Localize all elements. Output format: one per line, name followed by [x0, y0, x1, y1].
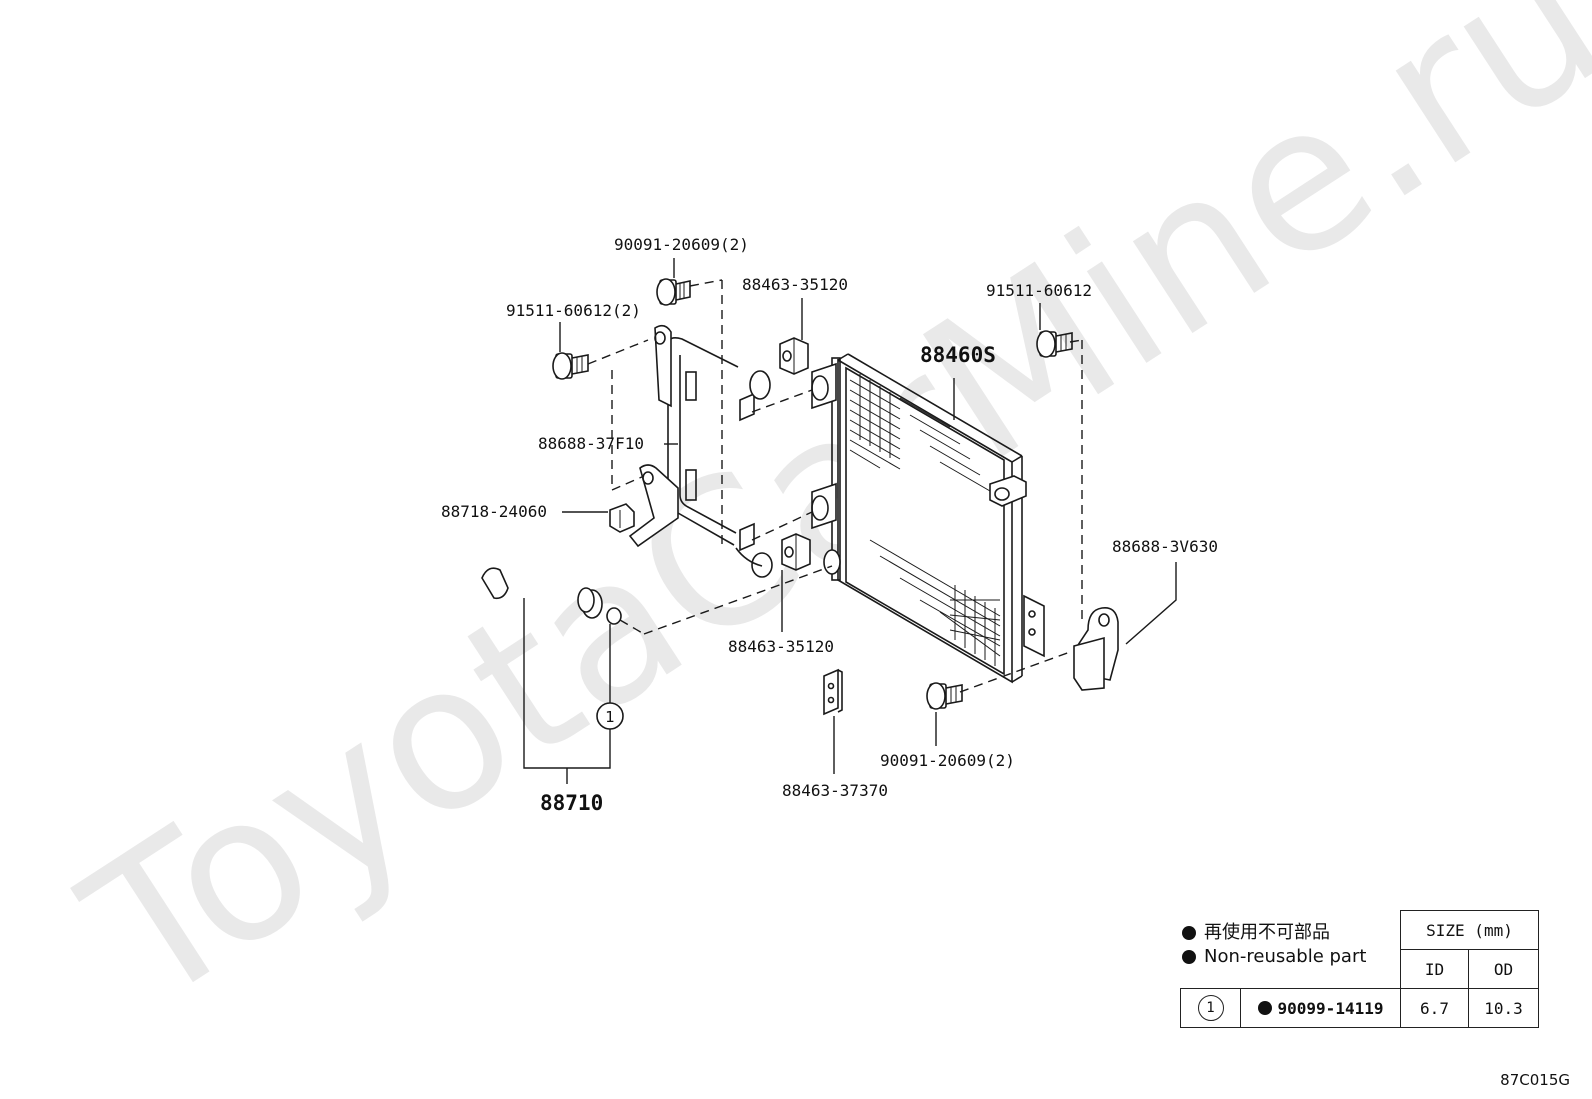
non-reusable-dot-icon [1257, 1000, 1272, 1015]
non-reusable-dot-icon [1182, 950, 1196, 964]
label-support: 88463-37370 [782, 781, 888, 800]
discharge-pipe [481, 567, 622, 625]
table-row: 1 90099-14119 6.7 10.3 [1180, 988, 1539, 1028]
cushion-top [779, 337, 809, 375]
label-bracket-right: 88688-3V630 [1112, 537, 1218, 556]
ring-id-value: 6.7 [1400, 988, 1469, 1028]
bolt-bottom [926, 682, 963, 710]
label-bolt-left: 91511-60612(2) [506, 301, 641, 320]
label-bolt-top: 90091-20609(2) [614, 235, 749, 254]
size-col-od: OD [1468, 949, 1539, 989]
legend: 再使用不可部品 Non-reusable part [1182, 921, 1366, 969]
size-table: SIZE (mm) ID OD 1 90099-14119 6.7 10.3 [1180, 910, 1539, 1028]
ring-od-value: 10.3 [1468, 988, 1539, 1028]
left-bracket [628, 324, 773, 578]
label-bracket-left: 88688-37F10 [538, 434, 644, 453]
label-condenser: 88460S [920, 343, 996, 367]
condenser-assembly [811, 353, 1045, 684]
label-bolt-bottom: 90091-20609(2) [880, 751, 1015, 770]
legend-jp-text: 再使用不可部品 [1204, 922, 1330, 943]
label-clip: 88718-24060 [441, 502, 547, 521]
label-cushion-bottom: 88463-35120 [728, 637, 834, 656]
label-pipe: 88710 [540, 791, 603, 815]
fin-pattern-top [849, 374, 991, 492]
ring-part-number: 90099-14119 [1277, 998, 1384, 1018]
leader-lines [523, 258, 1177, 784]
bolt-right-top [1036, 330, 1073, 358]
bolt-top [656, 278, 691, 306]
size-col-id: ID [1400, 949, 1469, 989]
legend-en-text: Non-reusable part [1204, 946, 1367, 967]
ref-number: 1 [1197, 995, 1224, 1021]
clip [609, 503, 635, 533]
size-header: SIZE (mm) [1400, 910, 1539, 950]
fin-pattern-bottom [869, 539, 1001, 666]
ring-marker-number: 1 [605, 708, 615, 726]
legend-row-en: Non-reusable part [1182, 945, 1366, 969]
diagram-code: 87C015G [1500, 1071, 1570, 1089]
label-bolt-right-top: 91511-60612 [986, 281, 1092, 300]
bolt-left [552, 352, 589, 380]
legend-row-jp: 再使用不可部品 [1182, 921, 1366, 945]
right-bracket [1073, 606, 1119, 691]
cushion-bottom [781, 533, 811, 571]
non-reusable-dot-icon [1182, 926, 1196, 940]
dashed-assembly-lines [587, 279, 1083, 693]
ring-marker: 1 [596, 702, 624, 730]
support [823, 668, 843, 716]
label-cushion-top: 88463-35120 [742, 275, 848, 294]
